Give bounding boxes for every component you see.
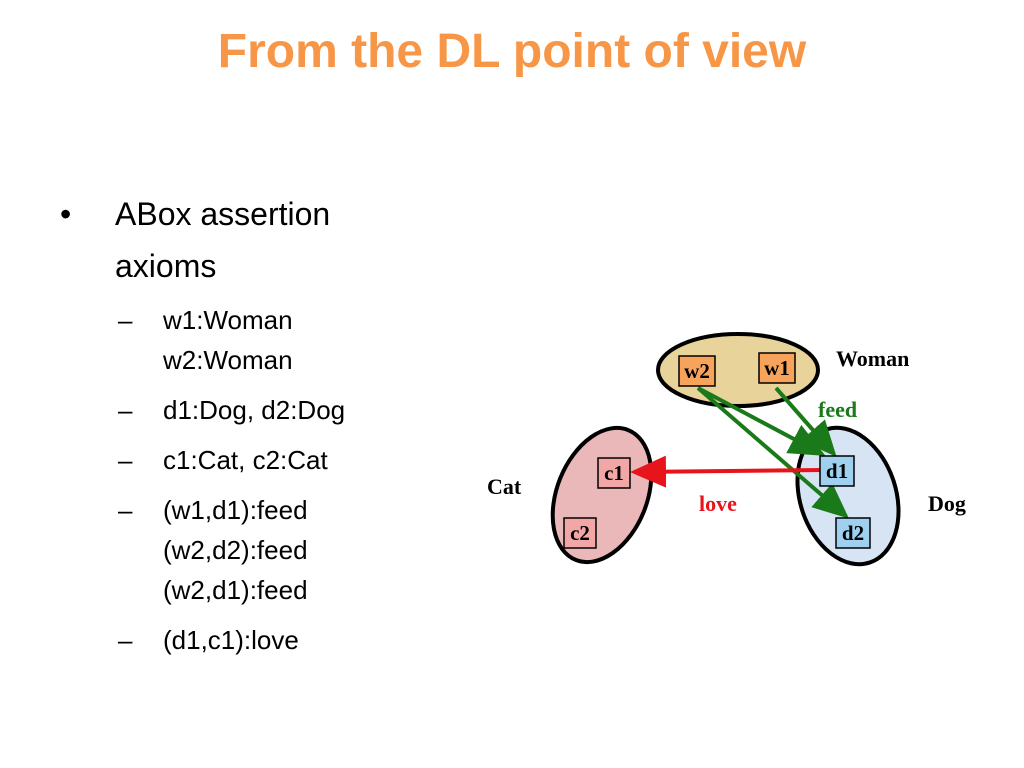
axiom-line: c1:Cat, c2:Cat [163, 445, 328, 475]
feed-edge-w2-d2 [696, 386, 850, 519]
node-d2-box [835, 517, 871, 549]
axiom-line: w1:Woman [163, 305, 293, 335]
node-c2-label: c2 [570, 521, 590, 545]
node-w1: w1 [758, 352, 796, 384]
love-edge-d1-c1 [630, 455, 823, 488]
node-c2-box [563, 517, 597, 549]
cat-set-label: Cat [487, 474, 522, 499]
cat-set [550, 425, 654, 565]
dog-set [795, 425, 901, 567]
node-d2-label: d2 [842, 521, 864, 545]
node-c1-box [597, 457, 631, 489]
node-w2-label: w2 [684, 359, 710, 383]
sub-bullet-women: – w1:Woman w2:Woman [60, 300, 480, 380]
node-w1-box [758, 352, 796, 384]
axiom-line: (w2,d2):feed [163, 535, 308, 565]
feed-edge-w2-d1 [697, 386, 826, 456]
axiom-line: d1:Dog, d2:Dog [163, 395, 346, 425]
bullet-marker: • [60, 196, 72, 232]
node-c1-label: c1 [604, 461, 624, 485]
love-edge-label: love [699, 491, 737, 516]
dash-marker: – [118, 445, 133, 475]
axiom-line: (w2,d1):feed [163, 575, 308, 605]
node-d2: d2 [835, 517, 871, 549]
node-w2-box [678, 355, 716, 387]
bullet-list: • ABox assertion axioms – w1:Woman w2:Wo… [60, 188, 480, 670]
bullet-abox: • ABox assertion axioms [60, 188, 480, 292]
dash-marker: – [118, 495, 133, 525]
node-w2: w2 [678, 355, 716, 387]
axiom-line: (w1,d1):feed [163, 495, 308, 525]
sub-bullet-cats: – c1:Cat, c2:Cat [60, 440, 480, 480]
feed-edge-label: feed [818, 397, 857, 422]
sub-bullet-love: – (d1,c1):love [60, 620, 480, 660]
woman-set-label: Woman [836, 346, 909, 371]
node-w1-label: w1 [764, 356, 790, 380]
sub-bullet-dogs: – d1:Dog, d2:Dog [60, 390, 480, 430]
bullet-text-line-1: ABox assertion [115, 196, 331, 232]
node-d1-label: d1 [826, 459, 848, 483]
sub-bullet-feed: – (w1,d1):feed (w2,d2):feed (w2,d1):feed [60, 490, 480, 610]
node-c1: c1 [597, 457, 631, 489]
dash-marker: – [118, 625, 133, 655]
axiom-line: (d1,c1):love [163, 625, 299, 655]
axiom-line: w2:Woman [163, 345, 293, 375]
dash-marker: – [118, 395, 133, 425]
dash-marker: – [118, 305, 133, 335]
node-c2: c2 [563, 517, 597, 549]
node-d1: d1 [819, 455, 855, 487]
bullet-text-line-2: axioms [115, 248, 217, 284]
node-d1-box [819, 455, 855, 487]
dog-set-label: Dog [928, 491, 966, 516]
slide-title: From the DL point of view [217, 25, 807, 78]
